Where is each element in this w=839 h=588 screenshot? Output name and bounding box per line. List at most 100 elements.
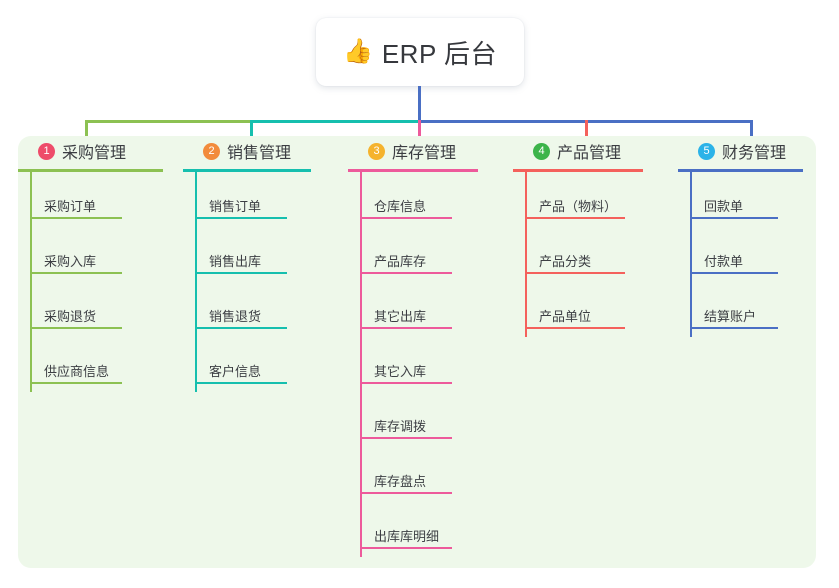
module-item-rule: [195, 217, 287, 219]
root-node-label: ERP 后台: [381, 38, 498, 69]
module-item-rule: [360, 217, 452, 219]
module-item[interactable]: 销售出库: [195, 227, 305, 282]
module-item-stem: [360, 227, 362, 282]
module-column-4: 4 产品管理产品（物料） 产品分类产品单位: [513, 136, 643, 337]
module-item-label: 库存调拨: [374, 419, 427, 434]
module-item-rule: [195, 382, 287, 384]
module-item-stem: [195, 227, 197, 282]
module-item-stem: [195, 172, 197, 227]
module-item-stem: [525, 227, 527, 282]
module-item-label: 销售出库: [209, 254, 262, 269]
module-item-rule: [690, 327, 778, 329]
module-item-rule: [690, 217, 778, 219]
module-item-label: 客户信息: [209, 364, 262, 379]
module-item[interactable]: 产品（物料）: [525, 172, 643, 227]
module-item-label: 采购订单: [44, 199, 97, 214]
connector-drop: [85, 120, 88, 146]
module-item[interactable]: 其它入库: [360, 337, 470, 392]
root-node-erp-backend[interactable]: 👍 ERP 后台: [316, 18, 524, 86]
module-item-stem: [30, 227, 32, 282]
module-item[interactable]: 采购入库: [30, 227, 140, 282]
module-item-label: 仓库信息: [374, 199, 427, 214]
module-item-stem: [195, 282, 197, 337]
connector-trunk: [418, 86, 421, 122]
module-item[interactable]: 仓库信息: [360, 172, 470, 227]
module-title: 销售管理: [227, 145, 292, 162]
module-item[interactable]: 销售订单: [195, 172, 305, 227]
module-item-stem: [690, 282, 692, 337]
module-item-rule: [30, 327, 122, 329]
module-index-badge: 5: [698, 142, 715, 160]
module-item-label: 采购入库: [44, 254, 97, 269]
module-item[interactable]: 客户信息: [195, 337, 305, 392]
module-item-label: 库存盘点: [374, 474, 427, 489]
module-item-label: 回款单: [704, 199, 744, 214]
module-item[interactable]: 产品分类: [525, 227, 643, 282]
module-item-label: 销售退货: [209, 309, 262, 324]
module-item-stem: [360, 447, 362, 502]
module-item[interactable]: 付款单: [690, 227, 796, 282]
module-title: 产品管理: [557, 145, 622, 162]
module-item[interactable]: 其它出库: [360, 282, 470, 337]
module-index-badge: 4: [533, 142, 550, 160]
module-item[interactable]: 回款单: [690, 172, 796, 227]
module-index-badge: 1: [38, 142, 55, 160]
module-item-stem: [360, 282, 362, 337]
module-item[interactable]: 销售退货: [195, 282, 305, 337]
module-item-stem: [690, 227, 692, 282]
module-title: 采购管理: [62, 145, 127, 162]
module-item-label: 结算账户: [704, 309, 757, 324]
module-title: 财务管理: [722, 145, 787, 162]
connector-bus-segment: [85, 120, 252, 123]
module-item-rule: [360, 437, 452, 439]
module-item[interactable]: 库存盘点: [360, 447, 470, 502]
module-header-1[interactable]: 1 采购管理: [18, 136, 126, 166]
module-item-rule: [30, 272, 122, 274]
module-column-5: 5 财务管理回款单付款单结算账户: [678, 136, 803, 337]
module-item-label: 供应商信息: [44, 364, 110, 379]
module-item-label: 出库库明细: [374, 529, 440, 544]
module-header-4[interactable]: 4 产品管理: [513, 136, 621, 166]
module-item-rule: [360, 272, 452, 274]
module-item[interactable]: 出库库明细: [360, 502, 470, 557]
module-item-rule: [525, 327, 625, 329]
module-item-stem: [525, 172, 527, 227]
module-item-rule: [525, 217, 625, 219]
module-item[interactable]: 采购退货: [30, 282, 140, 337]
connector-drop: [750, 120, 753, 146]
module-item[interactable]: 库存调拨: [360, 392, 470, 447]
module-item-stem: [690, 172, 692, 227]
module-item-stem: [360, 502, 362, 557]
module-item-label: 产品单位: [539, 309, 592, 324]
root-node-content: 👍 ERP 后台: [343, 34, 497, 71]
module-item[interactable]: 产品库存: [360, 227, 470, 282]
module-item[interactable]: 结算账户: [690, 282, 796, 337]
module-item[interactable]: 产品单位: [525, 282, 643, 337]
module-item[interactable]: 采购订单: [30, 172, 140, 227]
module-item-label: 采购退货: [44, 309, 97, 324]
module-item-label: 其它入库: [374, 364, 427, 379]
module-item-rule: [30, 217, 122, 219]
connector-drop: [418, 120, 421, 146]
module-item-label: 产品库存: [374, 254, 427, 269]
module-item-stem: [30, 337, 32, 392]
module-header-rule: [183, 169, 311, 172]
module-item-rule: [360, 492, 452, 494]
module-item-label: 产品（物料）: [539, 199, 618, 214]
module-header-5[interactable]: 5 财务管理: [678, 136, 786, 166]
module-item[interactable]: 供应商信息: [30, 337, 140, 392]
connector-drop: [585, 120, 588, 146]
module-item-stem: [30, 282, 32, 337]
module-item-rule: [360, 382, 452, 384]
module-title: 库存管理: [392, 145, 457, 162]
module-item-rule: [30, 382, 122, 384]
module-header-rule: [348, 169, 478, 172]
module-item-rule: [360, 327, 452, 329]
thumbs-up-icon: 👍: [342, 38, 373, 65]
module-item-stem: [30, 172, 32, 227]
